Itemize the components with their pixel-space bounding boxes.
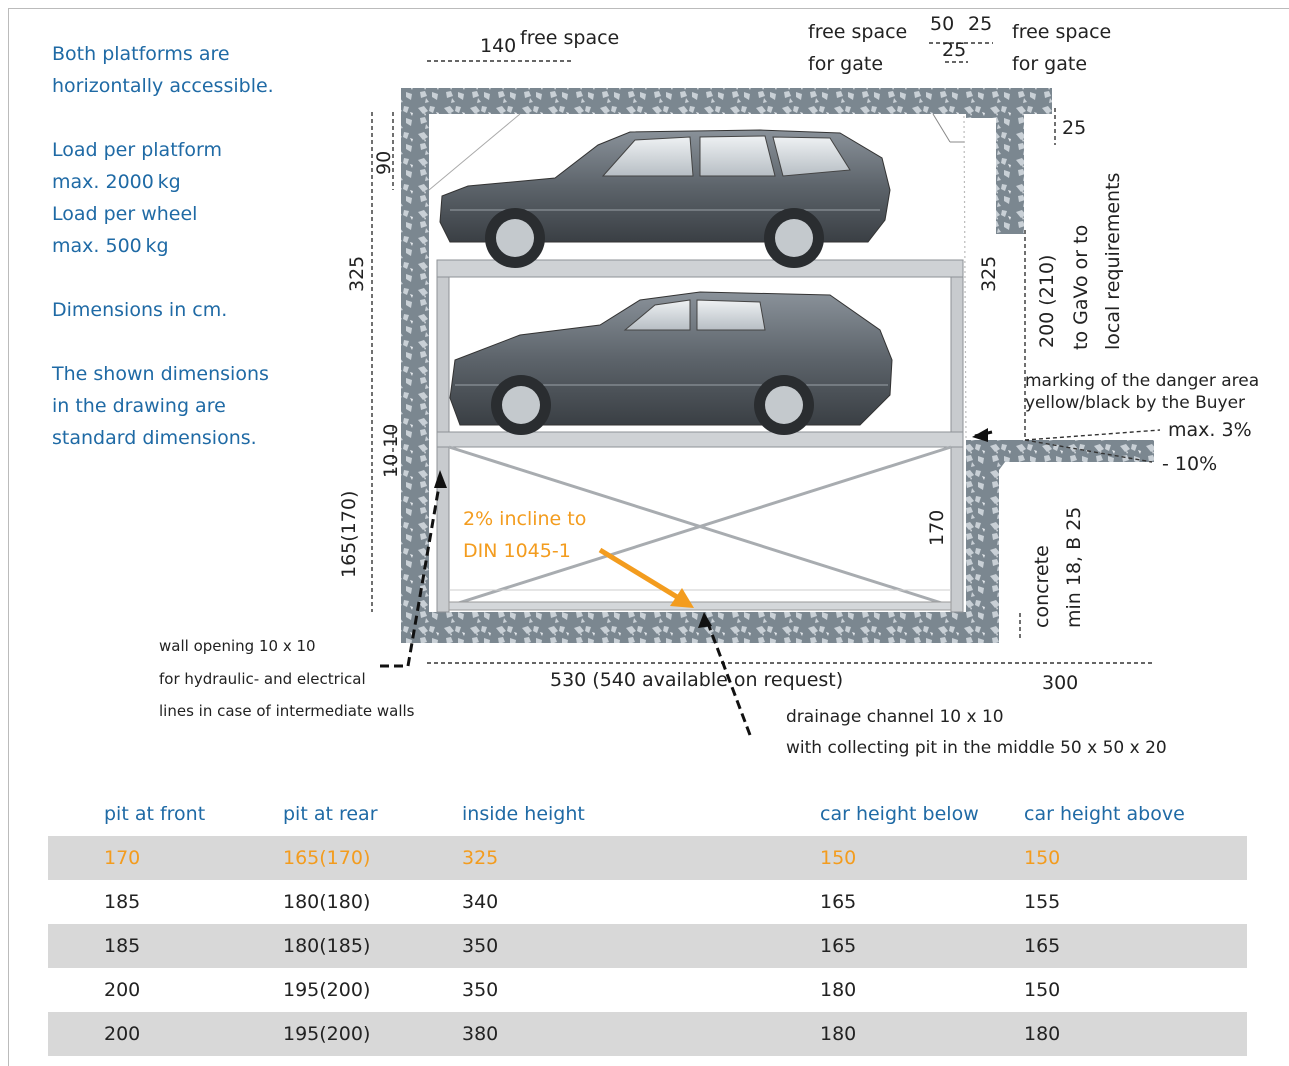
incline-line1: 2% incline to <box>463 508 586 530</box>
cell-pit-front: 200 <box>48 1012 283 1056</box>
notes-panel: Both platforms are horizontally accessib… <box>52 38 352 486</box>
dim-25-top: 25 <box>968 13 992 35</box>
cell-inside-height: 350 <box>462 924 820 968</box>
cell-car-height-above: 150 <box>1024 836 1247 880</box>
cell-car-height-above: 180 <box>1024 1012 1247 1056</box>
cell-car-height-below: 180 <box>820 1012 1024 1056</box>
parking-system-drawing: 140 free space free space for gate 50 25… <box>159 13 1259 758</box>
cell-car-height-below: 150 <box>820 836 1024 880</box>
cell-inside-height: 340 <box>462 891 499 913</box>
table-row: 200 195(200) 350 180 150 <box>48 968 1247 1012</box>
gavo-line1: to GaVo or to <box>1070 225 1092 350</box>
cell-car-height-below: 180 <box>820 979 857 1001</box>
cell-car-height-above: 165 <box>1024 924 1247 968</box>
incline-arrow <box>598 547 694 608</box>
cell-pit-rear: 180(185) <box>283 924 462 968</box>
cell-car-height-below: 165 <box>820 924 1024 968</box>
wall-opening-line2: for hydraulic- and electrical <box>159 670 366 688</box>
lower-car <box>449 291 893 435</box>
cell-inside-height: 380 <box>462 1012 820 1056</box>
table-row: 185 180(180) 340 165 155 <box>48 880 1247 924</box>
drainage-line2: with collecting pit in the middle 50 x 5… <box>786 738 1167 758</box>
dim-325-right: 325 <box>978 256 1000 292</box>
drainage-line1: drainage channel 10 x 10 <box>786 707 1004 727</box>
dim-300: 300 <box>1042 672 1078 694</box>
incline-line2: DIN 1045-1 <box>463 540 571 562</box>
dimension-lines <box>371 42 1161 664</box>
dim-50: 50 <box>930 13 954 35</box>
header-car-height-below: car height below <box>820 803 979 825</box>
table-row: 200 195(200) 380 180 180 <box>48 1012 1247 1056</box>
free-space-label: free space <box>520 27 619 49</box>
note-accessible: Both platforms are horizontally accessib… <box>52 43 274 97</box>
upper-car <box>439 129 891 268</box>
cell-car-height-above: 155 <box>1024 891 1061 913</box>
note-load: Load per platform max. 2000 kg Load per … <box>52 139 222 257</box>
gate-right-line1: free space <box>1012 21 1111 43</box>
danger-line2: yellow/black by the Buyer <box>1025 393 1245 413</box>
dim-10-10: 10 10 <box>380 424 402 478</box>
dim-90: 90 <box>373 151 395 175</box>
cell-car-height-below: 165 <box>820 891 857 913</box>
cell-pit-front: 185 <box>48 924 283 968</box>
cell-pit-rear: 180(180) <box>283 891 371 913</box>
header-pit-front: pit at front <box>104 803 206 825</box>
concrete-line2: min 18, B 25 <box>1063 507 1085 628</box>
note-standard: The shown dimensions in the drawing are … <box>52 363 269 449</box>
cell-pit-rear: 195(200) <box>283 979 371 1001</box>
dim-200-210: 200 (210) <box>1036 255 1058 348</box>
table-row: 170 165(170) 325 150 150 <box>48 836 1247 880</box>
note-units: Dimensions in cm. <box>52 299 228 321</box>
dim-530: 530 (540 available on request) <box>550 669 843 691</box>
dim-165-170: 165(170) <box>338 491 360 578</box>
max-3: max. 3% <box>1168 419 1252 441</box>
dim-325-left: 325 <box>346 256 368 292</box>
dim-170: 170 <box>926 510 948 546</box>
danger-line1: marking of the danger area <box>1025 371 1259 391</box>
cell-pit-front: 200 <box>104 979 141 1001</box>
dimensions-table: pit at front pit at rear inside height c… <box>48 792 1247 1056</box>
cell-inside-height: 325 <box>462 836 820 880</box>
minus-10: - 10% <box>1162 453 1217 475</box>
gate-left-line1: free space <box>808 21 907 43</box>
gate-right-line2: for gate <box>1012 53 1087 75</box>
dim-140-value: 140 <box>480 35 516 57</box>
dim-25-right: 25 <box>1062 117 1086 139</box>
concrete-line1: concrete <box>1031 545 1053 628</box>
dim-25-under: 25 <box>942 39 966 61</box>
wall-opening-line3: lines in case of intermediate walls <box>159 702 415 720</box>
cell-car-height-above: 150 <box>1024 979 1061 1001</box>
table-header-row: pit at front pit at rear inside height c… <box>48 792 1247 836</box>
header-pit-rear: pit at rear <box>283 803 378 825</box>
lift-frame <box>436 259 964 613</box>
header-inside-height: inside height <box>462 803 585 825</box>
header-car-height-above: car height above <box>1024 803 1185 825</box>
table-row: 185 180(185) 350 165 165 <box>48 924 1247 968</box>
gavo-line2: local requirements <box>1102 173 1124 350</box>
wall-opening-line1: wall opening 10 x 10 <box>159 637 316 655</box>
cell-pit-rear: 195(200) <box>283 1012 462 1056</box>
page-frame <box>8 8 1289 1066</box>
cell-pit-rear: 165(170) <box>283 836 462 880</box>
gate-left-line2: for gate <box>808 53 883 75</box>
cell-inside-height: 350 <box>462 979 499 1001</box>
cell-pit-front: 185 <box>104 891 141 913</box>
cell-pit-front: 170 <box>48 836 283 880</box>
